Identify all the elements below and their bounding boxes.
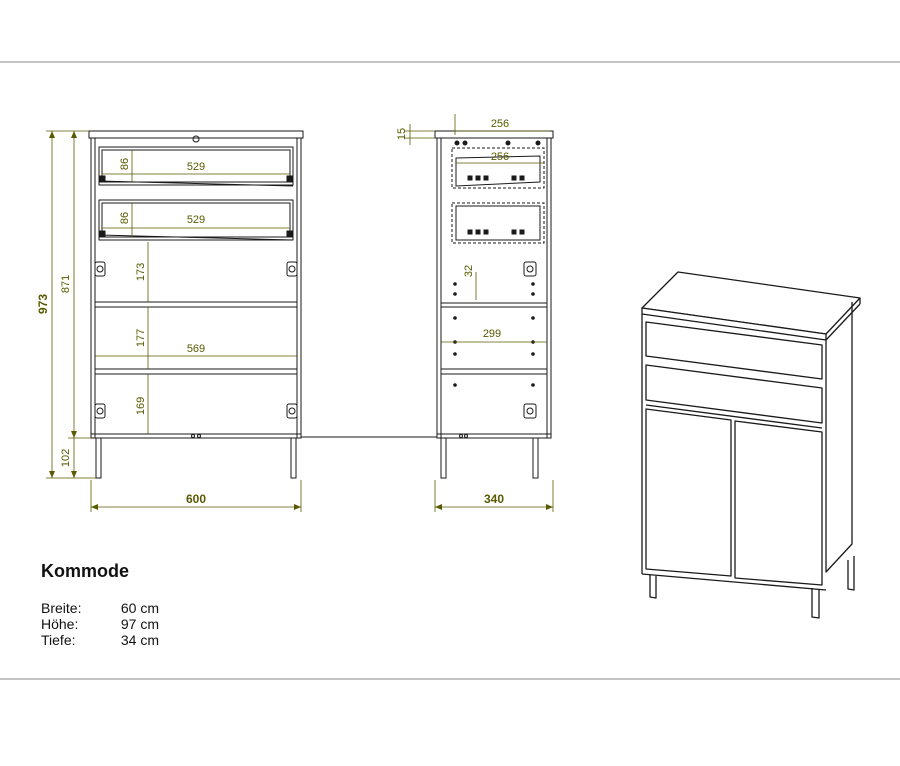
front-dimension-lines [46,130,302,512]
dim-drawer1-width: 529 [187,161,205,173]
dim-drawer1-height: 86 [119,158,131,170]
dim-drawer-depth: 256 [491,151,509,163]
spec-row-depth: Tiefe: 34 cm [41,632,159,648]
hinge-top-right [286,261,298,277]
side-dimension-arrows [435,504,553,510]
dim-drawer2-width: 529 [187,214,205,226]
dim-leg-height: 102 [60,449,72,467]
front-dimension-arrows [49,131,301,510]
spec-row-width: Breite: 60 cm [41,600,159,616]
dim-shelf-depth: 299 [483,328,501,340]
side-hinge-bottom [523,403,537,419]
spec-row-height: Höhe: 97 cm [41,616,159,632]
dim-hole-spacing: 32 [463,265,475,277]
dim-compartment2-height: 177 [135,329,147,347]
dim-drawer2-height: 86 [119,212,131,224]
dim-compartment1-height: 173 [135,263,147,281]
front-view [88,130,304,479]
side-view [434,130,554,479]
perspective-view [641,271,861,619]
spec-label-width: Breite: [41,600,82,616]
dim-top-offset: 15 [396,128,408,140]
spec-value-width: 60 cm [120,600,159,616]
spec-label-height: Höhe: [41,616,79,632]
hinge-bottom-right [286,403,298,419]
spec-value-depth: 34 cm [120,632,159,648]
dim-body-height: 871 [60,275,72,293]
dim-inner-width: 569 [187,343,205,355]
spec-label-depth: Tiefe: [41,632,76,648]
side-dimension-lines [404,114,554,512]
product-title: Kommode [41,561,130,581]
dim-total-height: 973 [36,294,50,314]
hinge-bottom-left [94,403,106,419]
dim-inner-depth-top: 256 [491,118,509,130]
dim-width: 600 [186,492,206,506]
dim-depth: 340 [484,492,504,506]
spec-value-height: 97 cm [120,616,159,632]
product-specs: Breite: 60 cm Höhe: 97 cm Tiefe: 34 cm [41,600,159,648]
side-hinge-top [523,261,537,277]
dim-compartment3-height: 169 [135,397,147,415]
hinge-top-left [94,261,106,277]
